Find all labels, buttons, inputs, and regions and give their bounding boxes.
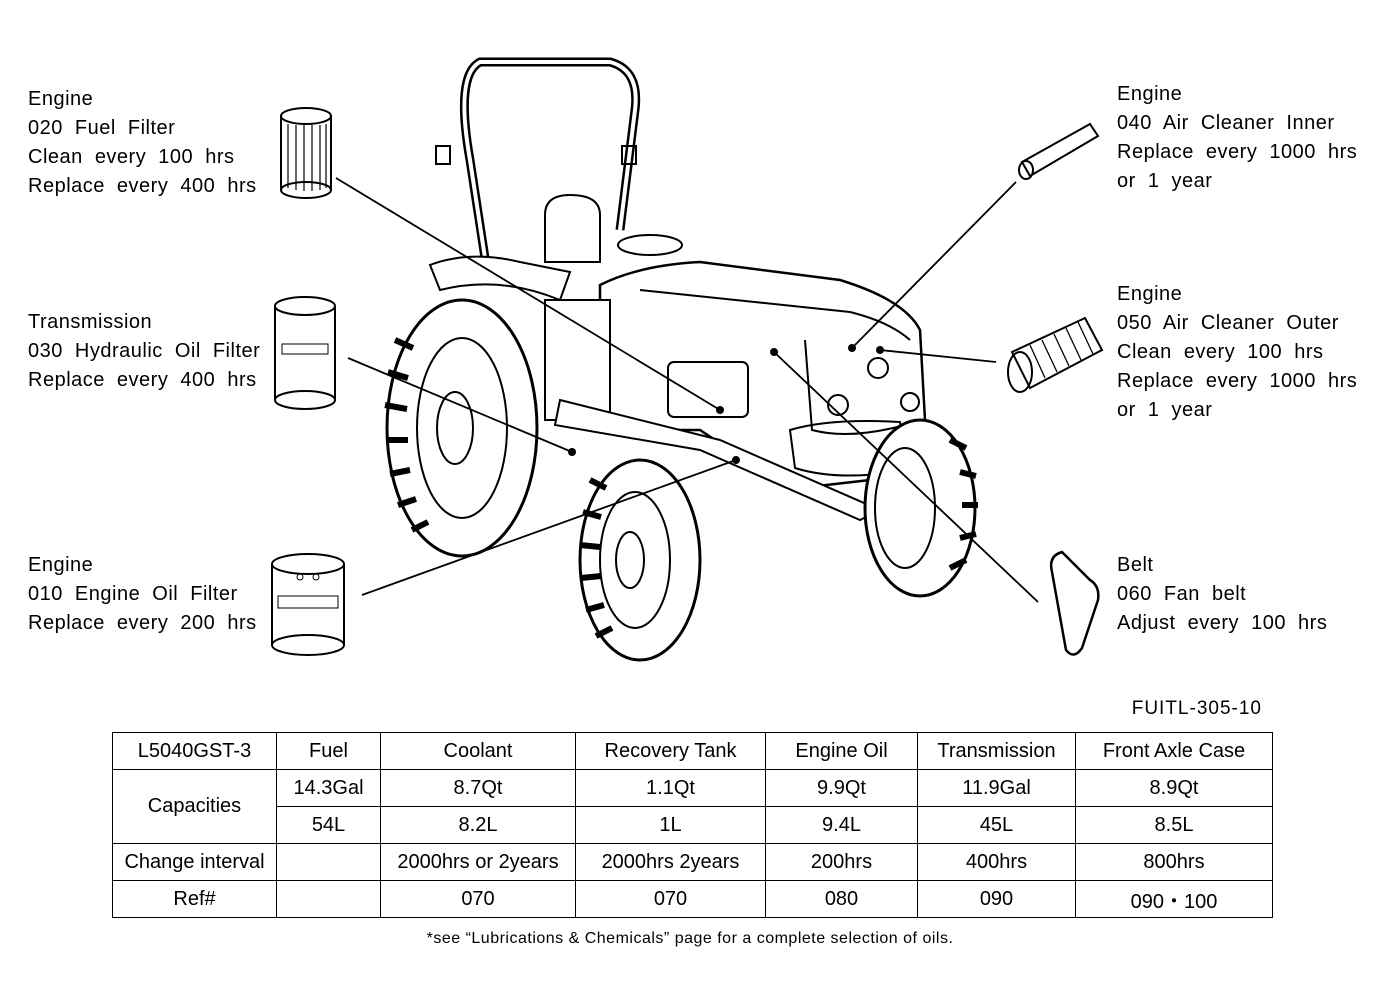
callout-air-cleaner-inner: Engine 040 Air Cleaner Inner Replace eve… [1117,80,1357,196]
rear-left-wheel [384,298,539,558]
table-cell: 14.3Gal [276,769,381,807]
callout-line: Engine [28,88,94,110]
callout-line: 030 Hydraulic Oil Filter [28,340,261,362]
callout-hydraulic-oil-filter: Transmission 030 Hydraulic Oil Filter Re… [28,308,260,395]
table-cell: 8.9Qt [1075,769,1273,807]
callout-line: Adjust every 100 hrs [1117,612,1328,634]
callout-air-cleaner-outer: Engine 050 Air Cleaner Outer Clean every… [1117,280,1357,425]
leader-dots [568,344,884,464]
table-cell: 090 [917,880,1076,918]
table-header-row: L5040GST-3 Fuel Coolant Recovery Tank En… [112,732,1273,770]
figure-code: FUITL-305-10 [1131,698,1262,719]
row-label-change-interval: Change interval [112,843,277,881]
table-row-capacities-metric: 54L 8.2L 1L 9.4L 45L 8.5L [113,806,1273,844]
callout-line: Engine [28,554,94,576]
rear-fender [428,255,572,302]
table-cell [276,880,381,918]
callout-line: 060 Fan belt [1117,583,1247,605]
table-cell: 2000hrs 2years [575,843,766,881]
table-cell: 1.1Qt [575,769,766,807]
row-label-capacities: Capacities [112,769,277,844]
header-cell: Front Axle Case [1075,732,1273,770]
callout-line: or 1 year [1117,399,1213,421]
callout-line: Replace every 400 hrs [28,369,257,391]
callout-line: Clean every 100 hrs [28,146,235,168]
capacities-table: L5040GST-3 Fuel Coolant Recovery Tank En… [112,732,1273,918]
table-cell: 200hrs [765,843,918,881]
table-row-change-interval: Change interval 2000hrs or 2years 2000hr… [112,843,1273,881]
table-cell: 11.9Gal [917,769,1076,807]
table-cell: 400hrs [917,843,1076,881]
header-cell: Engine Oil [765,732,918,770]
header-cell: Transmission [917,732,1076,770]
seat [544,193,601,263]
callout-line: 020 Fuel Filter [28,117,176,139]
header-cell: Recovery Tank [575,732,766,770]
table-cell: 8.7Qt [380,769,576,807]
table-cell: 800hrs [1075,843,1273,881]
table-cell: 070 [575,880,766,918]
table-row-capacities-us: Capacities 14.3Gal 8.7Qt 1.1Qt 9.9Qt 11.… [112,769,1273,844]
row-label-ref: Ref# [112,880,277,918]
callout-line: Belt [1117,554,1154,576]
callout-line: Clean every 100 hrs [1117,341,1324,363]
rops-roll-bar [435,57,641,259]
front-right-wheel [863,418,978,598]
fan-belt-icon [1049,550,1100,656]
table-cell: 070 [380,880,576,918]
table-cell: 9.4L [765,806,918,844]
header-cell-model: L5040GST-3 [112,732,277,770]
callout-line: 040 Air Cleaner Inner [1117,112,1335,134]
air-cleaner-inner-icon [1018,122,1100,180]
tractor-diagram [271,57,1104,662]
table-cell: 45L [917,806,1076,844]
engine-oil-filter-icon [271,553,345,656]
callout-line: Engine [1117,283,1183,305]
header-cell: Fuel [276,732,381,770]
callout-line: 050 Air Cleaner Outer [1117,312,1339,334]
fuel-filter-icon [280,107,332,199]
callout-line: Replace every 1000 hrs [1117,141,1358,163]
tractor-body [544,260,927,522]
steering-wheel [617,234,683,256]
callout-line: Engine [1117,83,1183,105]
callout-line: Replace every 400 hrs [28,175,257,197]
table-cell: 080 [765,880,918,918]
callout-line: Replace every 1000 hrs [1117,370,1358,392]
callout-line: or 1 year [1117,170,1213,192]
footnote: *see “Lubrications & Chemicals” page for… [426,930,954,947]
callout-line: Replace every 200 hrs [28,612,257,634]
table-row-ref: Ref# 070 070 080 090 090・100 [112,880,1273,918]
leader-lines [335,177,1039,603]
table-cell [276,843,381,881]
table-cell: 9.9Qt [765,769,918,807]
table-cell: 54L [276,806,381,844]
table-cell: 090・100 [1075,880,1273,918]
air-cleaner-outer-icon [1007,316,1104,393]
callout-fuel-filter: Engine 020 Fuel Filter Clean every 100 h… [28,85,257,201]
header-cell: Coolant [380,732,576,770]
callout-engine-oil-filter: Engine 010 Engine Oil Filter Replace eve… [28,551,257,638]
table-cell: 8.2L [380,806,576,844]
callout-line: 010 Engine Oil Filter [28,583,238,605]
callout-fan-belt: Belt 060 Fan belt Adjust every 100 hrs [1117,551,1327,638]
callout-line: Transmission [28,311,153,333]
table-cell: 8.5L [1075,806,1273,844]
table-cell: 1L [575,806,766,844]
front-left-wheel [578,458,702,662]
hydraulic-oil-filter-icon [274,296,336,410]
table-cell: 2000hrs or 2years [380,843,576,881]
